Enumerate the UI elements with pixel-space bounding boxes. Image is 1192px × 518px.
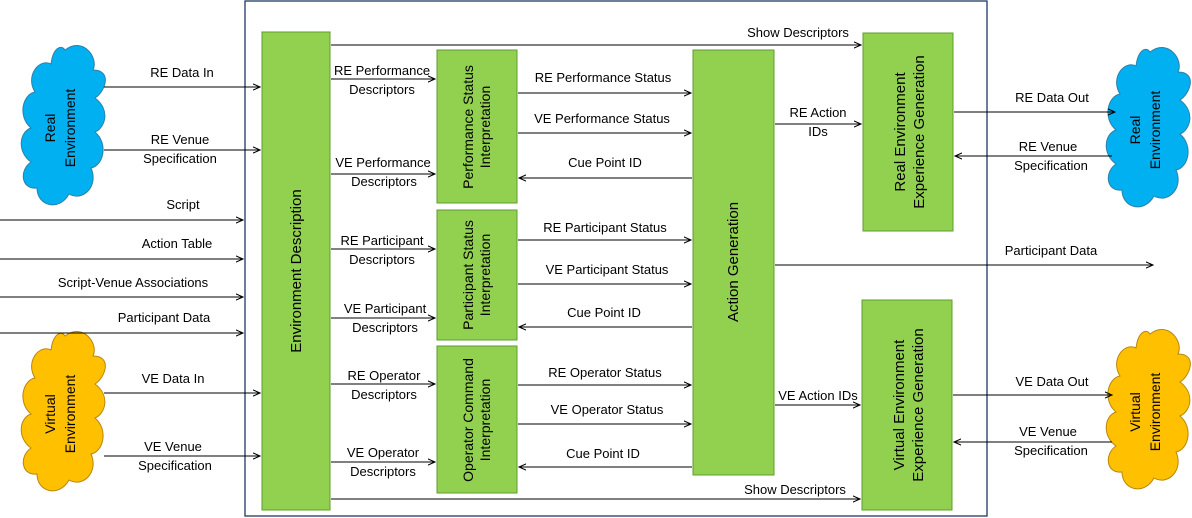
label-script-venue: Script-Venue Associations	[58, 275, 209, 290]
virtual-environment-cloud-right: Virtual Environment	[1105, 328, 1191, 490]
label-ve-data-out: VE Data Out	[1016, 374, 1089, 389]
box-label: Interpretation	[477, 379, 493, 462]
label-cue-point-3: Cue Point ID	[566, 446, 640, 461]
virtual-environment-experience-generation-box: Virtual Environment Experience Generatio…	[861, 299, 953, 511]
label-re-venue-spec-in: Specification	[143, 151, 217, 166]
label-script: Script	[166, 197, 200, 212]
real-environment-experience-generation-box: Real Environment Experience Generation	[862, 32, 954, 232]
label-ve-part-desc: Descriptors	[352, 320, 418, 335]
label-ve-venue-spec-in: Specification	[138, 458, 212, 473]
label-re-action-ids: RE Action	[789, 105, 846, 120]
label-participant-data-out: Participant Data	[1005, 243, 1098, 258]
label-ve-op-status: VE Operator Status	[551, 402, 664, 417]
box-label: Environment Description	[288, 189, 305, 352]
box-label: Performance Status	[460, 65, 476, 189]
label-re-op-desc: Descriptors	[351, 387, 417, 402]
box-label: Action Generation	[725, 202, 742, 322]
box-label: Virtual Environment	[891, 339, 908, 470]
box-label: Operator Command	[460, 358, 476, 482]
label-cue-point-1: Cue Point ID	[568, 155, 642, 170]
label-re-op-desc: RE Operator	[348, 368, 422, 383]
label-ve-op-desc: VE Operator	[347, 445, 420, 460]
participant-status-interpretation-box: Participant Status Interpretation	[436, 209, 518, 341]
operator-command-interpretation-box: Operator Command Interpretation	[436, 345, 518, 494]
label-ve-venue-spec-out: Specification	[1014, 443, 1088, 458]
action-generation-box: Action Generation	[692, 49, 775, 476]
label-re-part-desc: Descriptors	[349, 252, 415, 267]
cloud-label: Environment	[1147, 373, 1163, 452]
box-label: Experience Generation	[910, 328, 927, 481]
label-ve-part-status: VE Participant Status	[546, 262, 669, 277]
virtual-environment-cloud-left: Virtual Environment	[20, 330, 106, 492]
cloud-label: Virtual	[42, 394, 58, 433]
label-ve-perf-desc: VE Performance	[335, 155, 430, 170]
performance-status-interpretation-box: Performance Status Interpretation	[436, 49, 518, 204]
label-re-data-out: RE Data Out	[1015, 90, 1089, 105]
cloud-label: Real	[1127, 116, 1143, 145]
label-re-data-in: RE Data In	[150, 65, 214, 80]
label-re-perf-desc: Descriptors	[349, 82, 415, 97]
label-ve-action-ids: VE Action IDs	[778, 388, 858, 403]
cloud-label: Environment	[1147, 91, 1163, 170]
label-ve-data-in: VE Data In	[142, 371, 205, 386]
arrow-labels: RE Data In RE Venue Specification Script…	[58, 25, 1098, 497]
label-re-part-desc: RE Participant	[340, 233, 423, 248]
real-environment-cloud-right: Real Environment	[1105, 46, 1191, 208]
label-re-op-status: RE Operator Status	[548, 365, 662, 380]
label-participant-data-in: Participant Data	[118, 310, 211, 325]
box-label: Interpretation	[477, 234, 493, 317]
label-re-venue-spec-out: Specification	[1014, 158, 1088, 173]
label-ve-venue-spec-in: VE Venue	[144, 439, 202, 454]
connector-arrows	[0, 45, 1153, 499]
label-ve-perf-status: VE Performance Status	[534, 111, 670, 126]
box-label: Real Environment	[892, 72, 909, 192]
cloud-label: Virtual	[1127, 392, 1143, 431]
label-show-desc-top: Show Descriptors	[747, 25, 849, 40]
box-label: Experience Generation	[911, 55, 928, 208]
label-re-action-ids: IDs	[808, 124, 828, 139]
label-ve-perf-desc: Descriptors	[351, 174, 417, 189]
label-re-venue-spec-in: RE Venue	[151, 132, 210, 147]
real-environment-cloud-left: Real Environment	[20, 44, 106, 206]
label-ve-part-desc: VE Participant	[344, 301, 427, 316]
box-label: Interpretation	[477, 86, 493, 169]
label-re-part-status: RE Participant Status	[543, 220, 667, 235]
box-label: Participant Status	[460, 220, 476, 330]
label-ve-venue-spec-out: VE Venue	[1019, 424, 1077, 439]
label-ve-op-desc: Descriptors	[350, 464, 416, 479]
label-re-perf-status: RE Performance Status	[535, 70, 672, 85]
cloud-label: Real	[42, 114, 58, 143]
system-frame	[244, 0, 988, 517]
label-cue-point-2: Cue Point ID	[567, 305, 641, 320]
label-show-desc-bottom: Show Descriptors	[744, 482, 846, 497]
cloud-label: Environment	[62, 89, 78, 168]
label-action-table: Action Table	[142, 236, 213, 251]
environment-description-box: Environment Description	[261, 31, 331, 511]
cloud-label: Environment	[62, 375, 78, 454]
label-re-perf-desc: RE Performance	[334, 63, 430, 78]
label-re-venue-spec-out: RE Venue	[1019, 139, 1078, 154]
